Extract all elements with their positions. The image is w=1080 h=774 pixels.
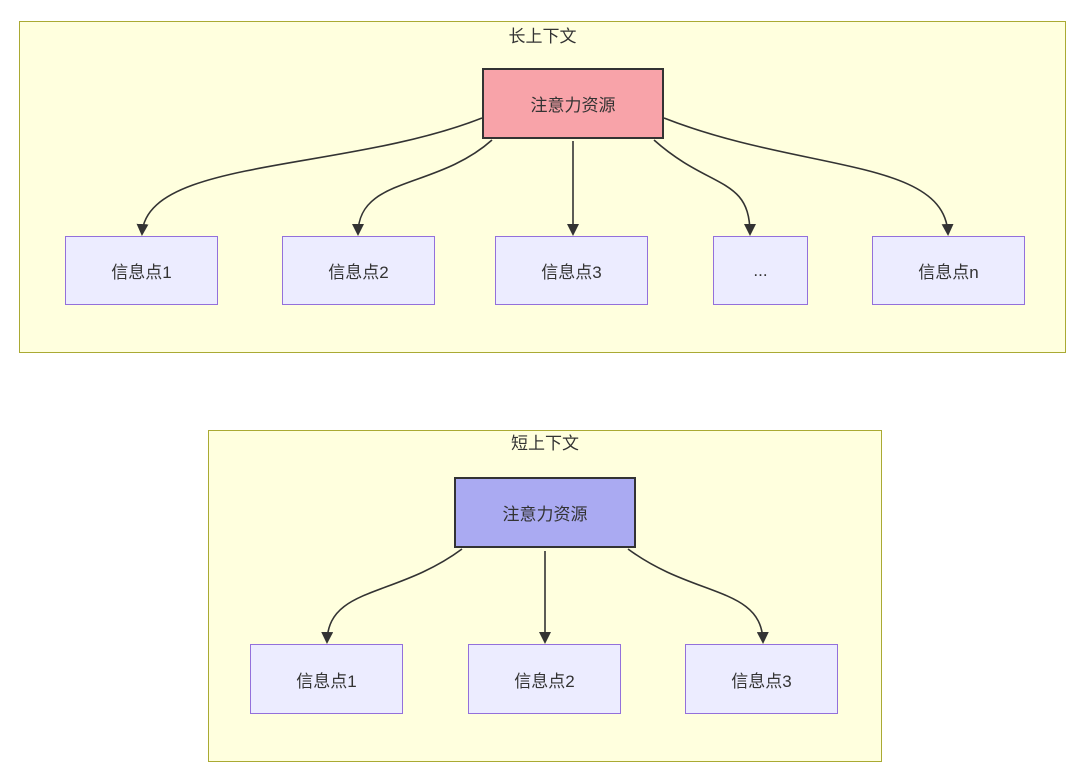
info-node-short-2: 信息点2 — [468, 644, 621, 714]
attention-node-short: 注意力资源 — [454, 477, 636, 548]
cluster-long-title: 长上下文 — [508, 27, 577, 46]
attention-node-long: 注意力资源 — [482, 68, 664, 139]
info-node-long-3: 信息点3 — [495, 236, 648, 305]
info-node-short-1: 信息点1 — [250, 644, 403, 714]
info-node-long-n: 信息点n — [872, 236, 1025, 305]
info-node-long-1: 信息点1 — [65, 236, 218, 305]
info-node-short-3: 信息点3 — [685, 644, 838, 714]
info-node-long-2: 信息点2 — [282, 236, 435, 305]
cluster-short-title: 短上下文 — [511, 434, 579, 453]
info-node-long-ellipsis: ... — [713, 236, 808, 305]
